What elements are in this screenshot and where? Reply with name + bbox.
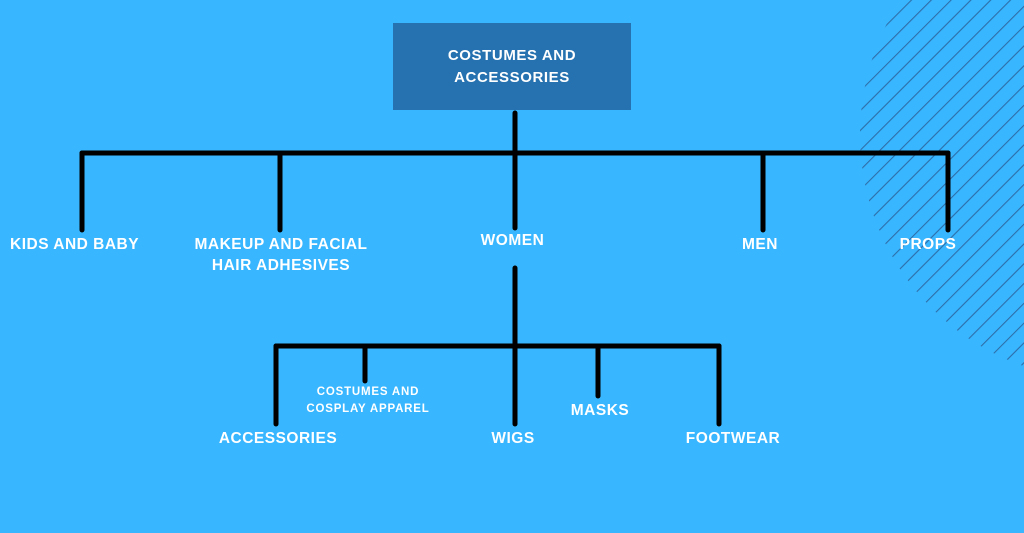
root-node: COSTUMES AND ACCESSORIES: [393, 23, 631, 110]
node-women: WOMEN: [465, 230, 560, 251]
node-props-label: PROPS: [899, 236, 957, 253]
node-costumes-label-line1: COSTUMES AND: [316, 386, 420, 398]
node-men: MEN: [725, 234, 795, 255]
node-props: PROPS: [893, 234, 963, 255]
node-costumes-label-line2: COSPLAY APPAREL: [306, 403, 430, 415]
hatched-decoration: [860, 0, 1024, 367]
node-masks: MASKS: [560, 400, 640, 421]
node-footwear: FOOTWEAR: [673, 428, 793, 449]
node-makeup-and-facial-hair-adhesives: MAKEUP AND FACIAL HAIR ADHESIVES: [181, 234, 381, 276]
node-wigs-label: WIGS: [491, 430, 535, 447]
root-node-label: COSTUMES AND ACCESSORIES: [447, 46, 577, 86]
node-footwear-label: FOOTWEAR: [685, 430, 781, 447]
node-accessories: ACCESSORIES: [205, 428, 351, 449]
node-costumes-and-cosplay-apparel: COSTUMES AND COSPLAY APPAREL: [294, 384, 442, 418]
node-men-label: MEN: [742, 236, 778, 253]
node-makeup-label-line2: HAIR ADHESIVES: [211, 257, 351, 274]
node-masks-label: MASKS: [570, 402, 630, 419]
node-women-label: WOMEN: [480, 232, 545, 249]
node-accessories-label: ACCESSORIES: [218, 430, 338, 447]
node-wigs: WIGS: [478, 428, 548, 449]
connector-lines: [79, 110, 951, 427]
node-kids-and-baby: KIDS AND BABY: [10, 234, 139, 255]
node-kids-and-baby-label: KIDS AND BABY: [10, 236, 140, 253]
node-makeup-label-line1: MAKEUP AND FACIAL: [194, 236, 368, 253]
